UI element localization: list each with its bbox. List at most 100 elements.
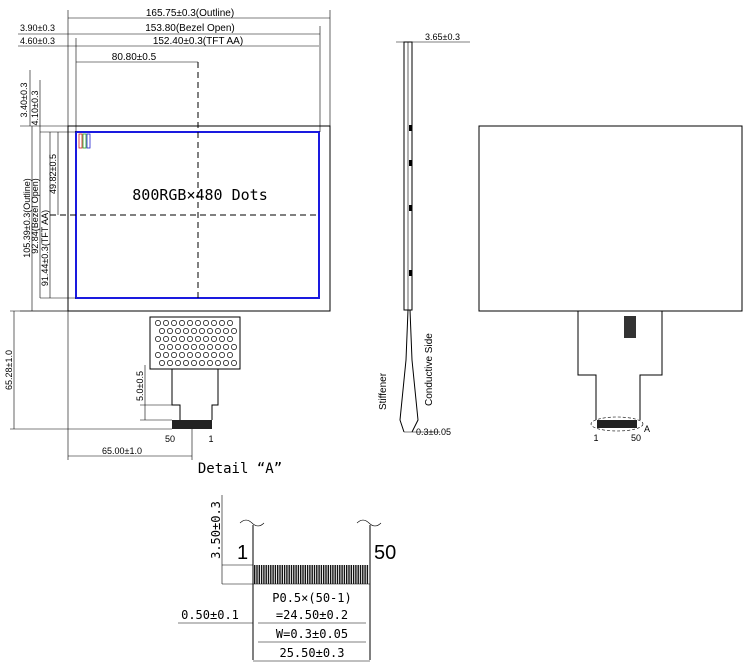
fpc-pad [175,328,181,334]
detail-pin [316,565,318,584]
detail-pin [320,565,323,584]
detail-pin [359,565,362,584]
dim-fpc-position: 65.00±1.0 [102,446,142,456]
detail-pin [258,565,260,584]
fpc-pad [167,360,173,366]
fpc-pad [195,336,201,342]
detail-pin [281,565,283,584]
fpc-pad [219,320,225,326]
detail-pin [336,565,339,584]
fpc-pad [207,328,213,334]
detail-a-marker [590,416,644,432]
dim-center-x: 80.80±0.5 [112,52,157,63]
fpc-pad [187,320,193,326]
dim-aa-height: 91.44±0.3(TFT AA) [40,210,50,286]
fpc-pad [211,352,217,358]
fpc-pad [203,336,209,342]
detail-pin [254,565,256,584]
fpc-pad [199,328,205,334]
detail-pin [279,565,281,584]
detail-pin-pattern [254,565,369,584]
fpc-pad [215,344,221,350]
fpc-pad [175,360,181,366]
fpc-pad [171,336,177,342]
detail-pin [332,565,334,584]
front-view: 800RGB×480 Dots 165.75±0.3(Outline) 153.… [4,8,331,460]
fpc-pad [159,328,165,334]
fpc-pad [231,344,237,350]
dim-outline-width: 165.75±0.3(Outline) [146,8,234,19]
fpc-pad [219,352,225,358]
fpc-pad [171,352,177,358]
detail-pin [297,565,300,584]
dim-pitch-line2: =24.50±0.2 [276,608,348,622]
fpc-pad [159,344,165,350]
detail-pin [256,565,258,584]
dim-pitch-line1: P0.5×(50-1) [272,591,351,605]
fpc-pin-right: 1 [208,434,213,444]
back-panel-outline [478,125,743,312]
detail-pin [325,565,327,584]
fpc-pad [215,328,221,334]
panel-outline [67,125,331,312]
detail-pin [348,565,350,584]
detail-marker-label: A [644,424,650,434]
fpc-pin-left: 50 [165,434,175,444]
fpc-pad [167,344,173,350]
detail-pin [350,565,352,584]
detail-pin [293,565,295,584]
dim-center-y: 49.82±0.5 [48,154,58,194]
dim-bezel-height: 92.84(Bezel Open) [30,178,40,254]
detail-pin [283,565,286,584]
dim-edge: 0.50±0.1 [181,608,239,622]
detail-pin [295,565,297,584]
detail-pin [306,565,309,584]
fpc-pad [219,336,225,342]
fpc-pad [223,344,229,350]
fpc-pad [191,344,197,350]
detail-pin [260,565,263,584]
rgb-subpixel-marker [78,133,91,149]
fpc-pad [175,344,181,350]
detail-a-view: Detail “A” 3.50±0.3 1 50 P0.5×(50-1) =24… [178,461,396,662]
fpc-pad [183,360,189,366]
fpc-pad [183,328,189,334]
detail-pin [274,565,277,584]
detail-pin [366,565,369,584]
detail-pin [265,565,267,584]
fpc-pad [179,336,185,342]
dim-stiffener-detail: 3.50±0.3 [209,501,223,559]
fpc-pad [179,352,185,358]
detail-pin [304,565,306,584]
fpc-connector [10,310,241,460]
fpc-pad [167,328,173,334]
dim-outline-height: 105.39±0.3(Outline) [22,178,32,258]
fpc-pad [211,336,217,342]
detail-pin [309,565,311,584]
dim-bezel-open-width: 153.80(Bezel Open) [145,23,235,34]
detail-pin [263,565,265,584]
detail-pin [311,565,313,584]
detail-pin-first: 1 [237,542,248,564]
back-pin-right: 50 [631,433,641,443]
detail-title: Detail “A” [198,461,282,477]
fpc-pad [159,360,165,366]
detail-pin [323,565,325,584]
dim-fpc-tail: 5.0±0.5 [135,371,145,401]
back-pin-left: 1 [593,433,598,443]
detail-pin [272,565,274,584]
detail-pin [286,565,288,584]
detail-pin [267,565,270,584]
fpc-pad [231,328,237,334]
fpc-pad [207,360,213,366]
back-connector [624,316,636,338]
detail-pin [300,565,302,584]
label-stiffener: Stiffener [378,372,389,410]
detail-pin [362,565,364,584]
fpc-pad [191,360,197,366]
detail-pin [318,565,320,584]
fpc-pad [199,360,205,366]
fpc-pad [207,344,213,350]
detail-pin [302,565,304,584]
detail-pin [329,565,332,584]
